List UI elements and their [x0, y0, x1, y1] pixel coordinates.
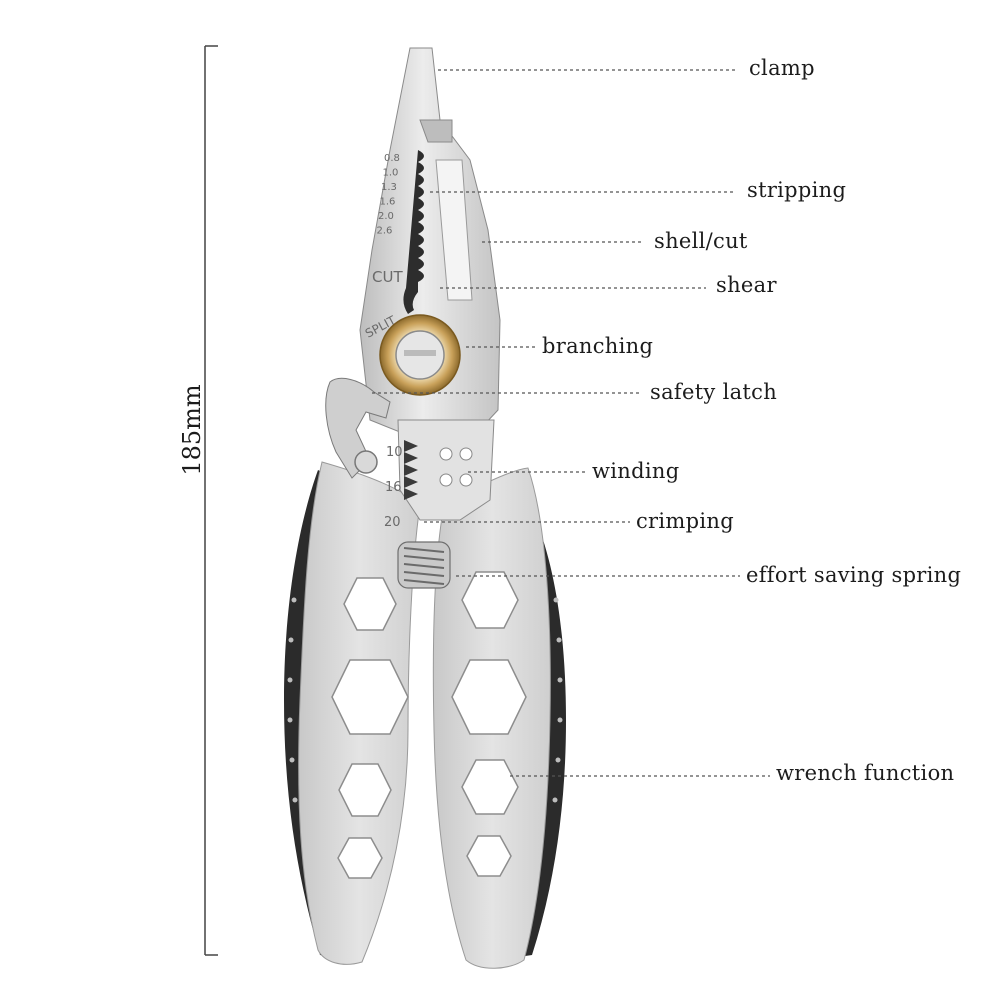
strip-gauge-number: 1.6 [380, 197, 396, 208]
crimp-size-numbers: 10 16 20 [384, 445, 403, 530]
crimping-teeth [404, 440, 418, 500]
jaw-slot [435, 159, 473, 301]
left-handle-hex-holes [331, 577, 409, 879]
label-crimping: crimping [636, 509, 734, 533]
winding-holes [439, 447, 473, 487]
strip-gauge-numbers: 0.8 1.0 1.3 1.6 2.0 2.6 [377, 153, 400, 237]
label-effort-saving-spring: effort saving spring [746, 563, 962, 587]
label-winding: winding [592, 459, 680, 483]
crimping-section [397, 419, 495, 521]
right-handle-hex-holes [451, 571, 527, 877]
grip-dots [287, 597, 563, 803]
stripping-teeth [403, 150, 424, 314]
strip-gauge-number: 2.6 [377, 226, 393, 237]
left-handle-grip [284, 470, 340, 958]
leader-lines [372, 69, 770, 777]
pivot-screw-slot [404, 350, 436, 356]
dimension-bracket [204, 45, 218, 956]
strip-gauge-number: 2.0 [378, 211, 394, 222]
effort-saving-spring [397, 541, 451, 589]
strip-gauge-number: 1.3 [381, 182, 397, 193]
crimp-size-number: 20 [384, 515, 401, 530]
dimension-label: 185mm [178, 384, 206, 476]
label-stripping: stripping [747, 178, 847, 202]
crimp-size-number: 10 [386, 445, 403, 460]
safety-latch [325, 377, 391, 479]
strip-gauge-number: 1.0 [383, 168, 399, 179]
label-shell-cut: shell/cut [654, 229, 748, 253]
label-wrench-function: wrench function [776, 761, 955, 785]
label-branching: branching [542, 334, 654, 358]
crimp-size-number: 16 [385, 480, 402, 495]
label-safety-latch: safety latch [650, 380, 778, 404]
latch-pin [354, 450, 378, 474]
label-clamp: clamp [749, 56, 815, 80]
label-shear: shear [716, 273, 777, 297]
right-handle-grip [512, 520, 566, 958]
clamp-tip [419, 119, 453, 143]
cut-engraving: CUT [372, 268, 403, 286]
strip-gauge-number: 0.8 [384, 153, 400, 164]
